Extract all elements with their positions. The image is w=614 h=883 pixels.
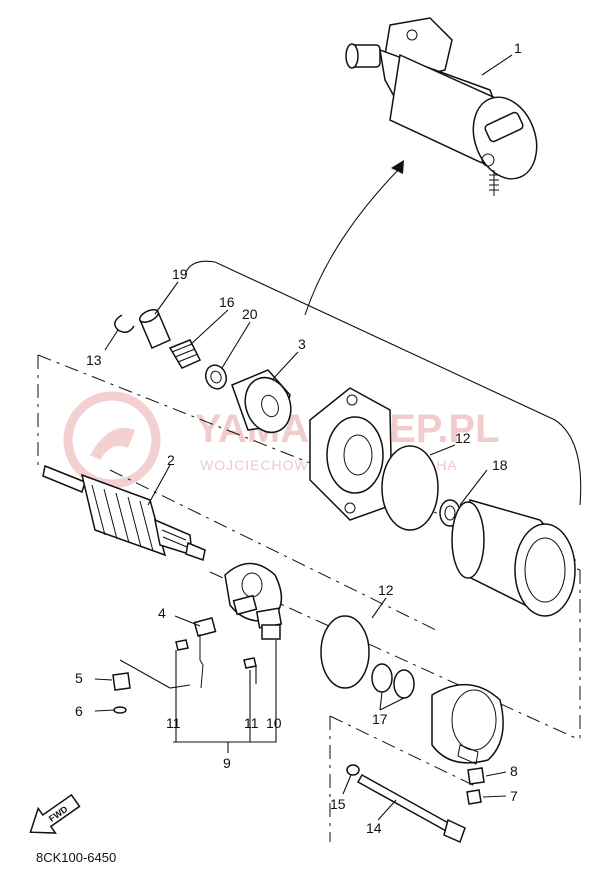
front-cover	[309, 387, 393, 521]
callout-16: 16	[219, 294, 235, 310]
callout-13: 13	[86, 352, 102, 368]
callout-2: 2	[167, 452, 175, 468]
washer-20	[204, 364, 228, 390]
nut-11a	[175, 639, 189, 651]
callout-3: 3	[298, 336, 306, 352]
callouts: 1 2 3 4 5 6 7 8 9 10 11 11 12 12 13 14 1…	[75, 40, 522, 836]
brush-4	[193, 616, 217, 689]
callout-14: 14	[366, 820, 382, 836]
starter-clutch	[231, 369, 292, 434]
callout-11a: 11	[166, 715, 181, 731]
armature	[42, 464, 206, 561]
starter-motor-assembly	[345, 17, 538, 196]
callout-12b: 12	[378, 582, 394, 598]
diagram-code: 8CK100-6450	[36, 850, 116, 865]
callout-8: 8	[510, 763, 518, 779]
callout-10: 10	[266, 715, 282, 731]
fwd-arrow-icon: FWD	[29, 793, 81, 834]
callout-9: 9	[223, 755, 231, 771]
callout-6: 6	[75, 703, 83, 719]
o-ring-lower	[320, 615, 370, 689]
brush-plate	[224, 562, 283, 629]
nut-8	[467, 767, 485, 785]
callout-11b: 11	[244, 715, 259, 731]
o-ring-17a	[371, 663, 393, 693]
nut-7	[466, 789, 482, 805]
callout-18: 18	[492, 457, 508, 473]
washer-6	[113, 706, 127, 714]
o-ring-upper	[381, 445, 439, 531]
yoke-housing	[451, 499, 576, 617]
leader-lines	[94, 54, 513, 821]
watermark-logo	[63, 391, 161, 489]
callout-12a: 12	[455, 430, 471, 446]
o-ring-15	[346, 764, 360, 776]
spring	[168, 339, 202, 369]
arrow-head-icon	[391, 160, 404, 174]
rear-cover	[431, 683, 504, 765]
callout-5: 5	[75, 670, 83, 686]
through-bolt	[356, 773, 466, 844]
callout-4: 4	[158, 605, 166, 621]
nut-11b	[243, 657, 257, 669]
collar	[138, 309, 171, 349]
callout-17: 17	[372, 711, 388, 727]
callout-15: 15	[330, 796, 346, 812]
callout-1: 1	[514, 40, 522, 56]
callout-19: 19	[172, 266, 188, 282]
group-bracket	[184, 260, 582, 506]
assembly-arrow	[304, 167, 401, 316]
brush-10	[261, 624, 281, 640]
callout-20: 20	[242, 306, 258, 322]
callout-7: 7	[510, 788, 518, 804]
circlip	[114, 314, 135, 333]
o-ring-17b	[393, 669, 415, 699]
nut-5	[112, 672, 131, 691]
